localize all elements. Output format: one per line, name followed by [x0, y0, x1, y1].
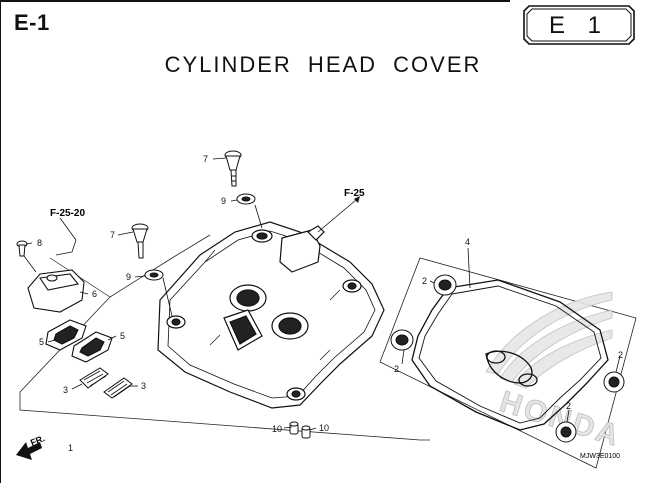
gasket-5-right	[71, 331, 113, 363]
seal-washer-9-upper	[236, 193, 256, 205]
page-title: CYLINDER HEAD COVER	[164, 52, 482, 77]
callout-3-right: 3	[141, 381, 146, 391]
cylinder-head-cover	[157, 221, 385, 409]
callout-2-left: 2	[394, 364, 399, 374]
plug-seal-2-left	[390, 329, 414, 351]
grommet-10-left	[289, 421, 299, 435]
bolt-7-upper	[224, 150, 242, 187]
bolt-8	[16, 240, 28, 257]
callout-5-left: 5	[39, 337, 44, 347]
drawing-code: MJW3E0100	[580, 453, 620, 460]
callout-10-left: 10	[272, 424, 282, 434]
callout-2-bottom: 2	[566, 401, 571, 411]
callout-10-right: 10	[319, 423, 329, 433]
gasket-frame-4	[379, 257, 637, 469]
callout-6: 6	[92, 289, 97, 299]
head-cover-gasket-4	[411, 279, 609, 431]
section-badge-frame	[523, 5, 635, 45]
callout-8: 8	[37, 238, 42, 248]
callout-5-right: 5	[120, 331, 125, 341]
callout-7-upper: 7	[203, 154, 208, 164]
watermark-text: HONDA	[496, 385, 625, 453]
section-ref: E-1	[14, 10, 50, 35]
callout-2-right: 2	[618, 350, 623, 360]
leader-lines	[23, 157, 621, 431]
callout-2-top: 2	[422, 276, 427, 286]
callout-1: 1	[68, 443, 73, 453]
ref-f2520: F-25-20	[50, 208, 85, 219]
assembly-frame-1	[19, 234, 430, 441]
reed-valve-3-right	[103, 377, 133, 399]
callout-9-upper: 9	[221, 196, 226, 206]
pcv-cover-6	[27, 269, 85, 313]
callout-numbers: 7 9 7 9 8 6 5 5 3 3 1 10 10 4 2 2 2 2	[37, 154, 623, 453]
ref-f25: F-25	[344, 188, 365, 199]
plug-seal-2-bottom	[555, 421, 577, 443]
honda-wing-watermark: HONDA	[485, 291, 626, 454]
section-badge: E 1	[548, 12, 610, 39]
callout-7-left: 7	[110, 230, 115, 240]
bolt-7-left	[131, 223, 149, 259]
callout-9-left: 9	[126, 272, 131, 282]
callout-4: 4	[465, 237, 470, 247]
reed-valve-3-left	[79, 367, 109, 389]
seal-washer-9-left	[144, 269, 164, 281]
plug-seal-2-top	[433, 274, 457, 296]
front-label: FR.	[29, 433, 46, 448]
f25-arrow	[354, 196, 360, 203]
grommet-10-right	[301, 425, 311, 439]
front-arrow-icon	[16, 442, 42, 460]
callout-3-left: 3	[63, 385, 68, 395]
plug-seal-2-right	[603, 371, 625, 393]
